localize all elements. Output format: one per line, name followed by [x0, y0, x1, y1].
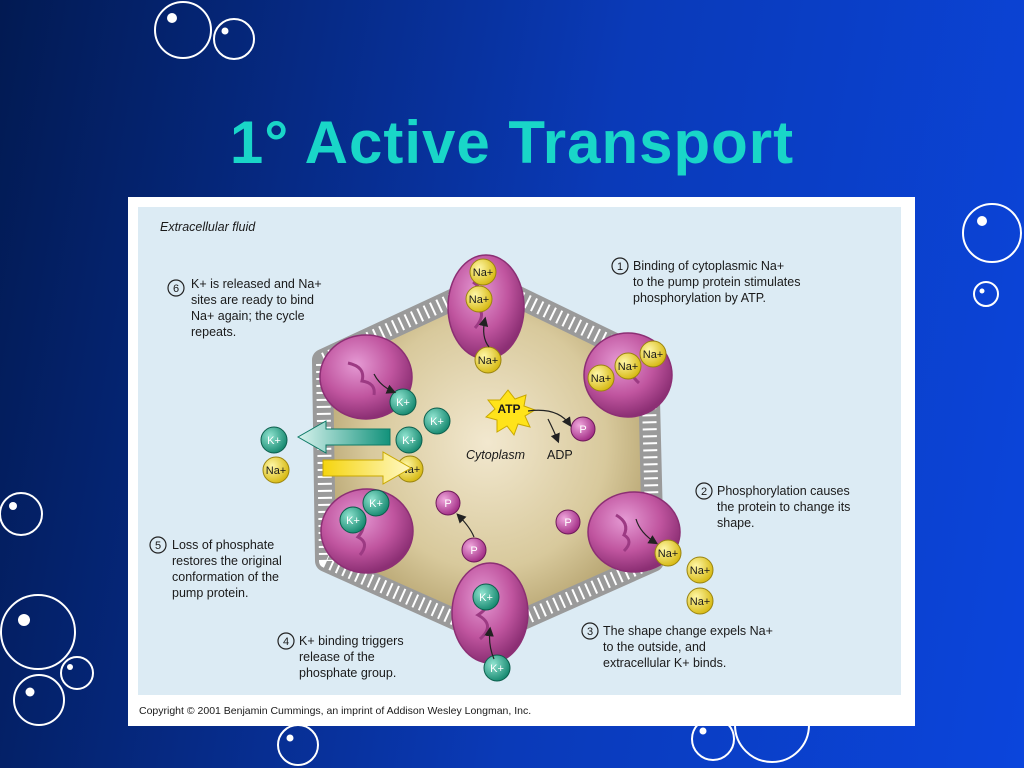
pump-protein-upper-left — [319, 334, 413, 420]
k-ion-label: K+ — [479, 592, 493, 604]
k-ion-label: K+ — [346, 515, 360, 527]
phosphate-label: P — [579, 424, 586, 436]
svg-text:to the pump protein stimulates: to the pump protein stimulates — [633, 275, 800, 289]
k-ion-label: K+ — [430, 416, 444, 428]
svg-text:Na+ again; the cycle: Na+ again; the cycle — [191, 309, 305, 323]
step-5: 5 Loss of phosphate restores the origina… — [149, 536, 282, 600]
svg-text:pump protein.: pump protein. — [172, 586, 248, 600]
na-ion-label: Na+ — [658, 548, 679, 560]
svg-text:Phosphorylation causes: Phosphorylation causes — [717, 484, 850, 498]
phosphate-label: P — [470, 545, 477, 557]
step-4: 4 K+ binding triggers release of the pho… — [277, 632, 404, 680]
svg-text:3: 3 — [587, 626, 593, 638]
phosphate-label: P — [564, 517, 571, 529]
na-ion-label: Na+ — [643, 349, 664, 361]
reaction-arrows — [373, 316, 659, 660]
svg-text:The shape change expels Na+: The shape change expels Na+ — [603, 624, 773, 638]
copyright-caption: Copyright © 2001 Benjamin Cummings, an i… — [139, 705, 531, 717]
svg-text:release of the: release of the — [299, 650, 375, 664]
svg-text:4: 4 — [283, 636, 289, 648]
svg-text:1: 1 — [617, 261, 623, 273]
sodium-ions: Na+ Na+ Na+ Na+ Na+ Na+ Na+ Na+ Na+ Na+ … — [262, 258, 714, 615]
svg-text:6: 6 — [173, 283, 179, 295]
svg-text:the protein to change its: the protein to change its — [717, 500, 850, 514]
svg-text:phosphorylation by ATP.: phosphorylation by ATP. — [633, 291, 766, 305]
na-ion-label: Na+ — [473, 267, 494, 279]
na-ion-label: Na+ — [469, 294, 490, 306]
svg-text:shape.: shape. — [717, 516, 755, 530]
adp-label: ADP — [547, 448, 573, 462]
step-2: 2 Phosphorylation causes the protein to … — [695, 482, 850, 530]
na-ion-label: Na+ — [478, 355, 499, 367]
svg-text:sites are ready to bind: sites are ready to bind — [191, 293, 314, 307]
na-ion-label: Na+ — [591, 373, 612, 385]
svg-text:K+ binding triggers: K+ binding triggers — [299, 634, 404, 648]
k-ion-label: K+ — [396, 397, 410, 409]
potassium-influx-arrow — [296, 420, 391, 454]
atp-burst: ATP — [484, 389, 537, 437]
sodium-potassium-pump-figure: Na+ Na+ Na+ Na+ Na+ Na+ Na+ Na+ Na+ Na+ … — [128, 197, 915, 726]
step-6: 6 K+ is released and Na+ sites are ready… — [167, 277, 322, 339]
extracellular-fluid-label: Extracellular fluid — [160, 220, 256, 234]
k-ion-label: K+ — [402, 435, 416, 447]
cytoplasm-label: Cytoplasm — [466, 448, 525, 462]
k-ion-label: K+ — [490, 663, 504, 675]
k-ion-label: K+ — [267, 435, 281, 447]
svg-text:2: 2 — [701, 486, 707, 498]
step-1: 1 Binding of cytoplasmic Na+ to the pump… — [611, 257, 800, 305]
svg-text:to the outside, and: to the outside, and — [603, 640, 706, 654]
na-ion-label: Na+ — [618, 361, 639, 373]
svg-text:conformation of the: conformation of the — [172, 570, 279, 584]
k-ion-label: K+ — [369, 498, 383, 510]
na-ion-label: Na+ — [690, 565, 711, 577]
svg-text:extracellular K+ binds.: extracellular K+ binds. — [603, 656, 726, 670]
svg-text:restores the original: restores the original — [172, 554, 282, 568]
slide-title: 1° Active Transport — [229, 109, 795, 176]
phosphate-label: P — [444, 498, 451, 510]
atp-label: ATP — [497, 402, 520, 416]
phosphate-groups: P P P P — [435, 416, 596, 563]
na-ion-label: Na+ — [266, 465, 287, 477]
svg-text:K+ is released and Na+: K+ is released and Na+ — [191, 277, 322, 291]
sodium-efflux-arrow — [322, 451, 413, 485]
svg-text:5: 5 — [155, 540, 161, 552]
potassium-ions: K+ K+ K+ K+ K+ K+ K+ K+ — [260, 388, 511, 682]
svg-text:phosphate group.: phosphate group. — [299, 666, 396, 680]
svg-text:Binding of cytoplasmic Na+: Binding of cytoplasmic Na+ — [633, 259, 784, 273]
step-3: 3 The shape change expels Na+ to the out… — [581, 622, 773, 670]
svg-text:repeats.: repeats. — [191, 325, 236, 339]
svg-text:Loss of phosphate: Loss of phosphate — [172, 538, 274, 552]
na-ion-label: Na+ — [690, 596, 711, 608]
